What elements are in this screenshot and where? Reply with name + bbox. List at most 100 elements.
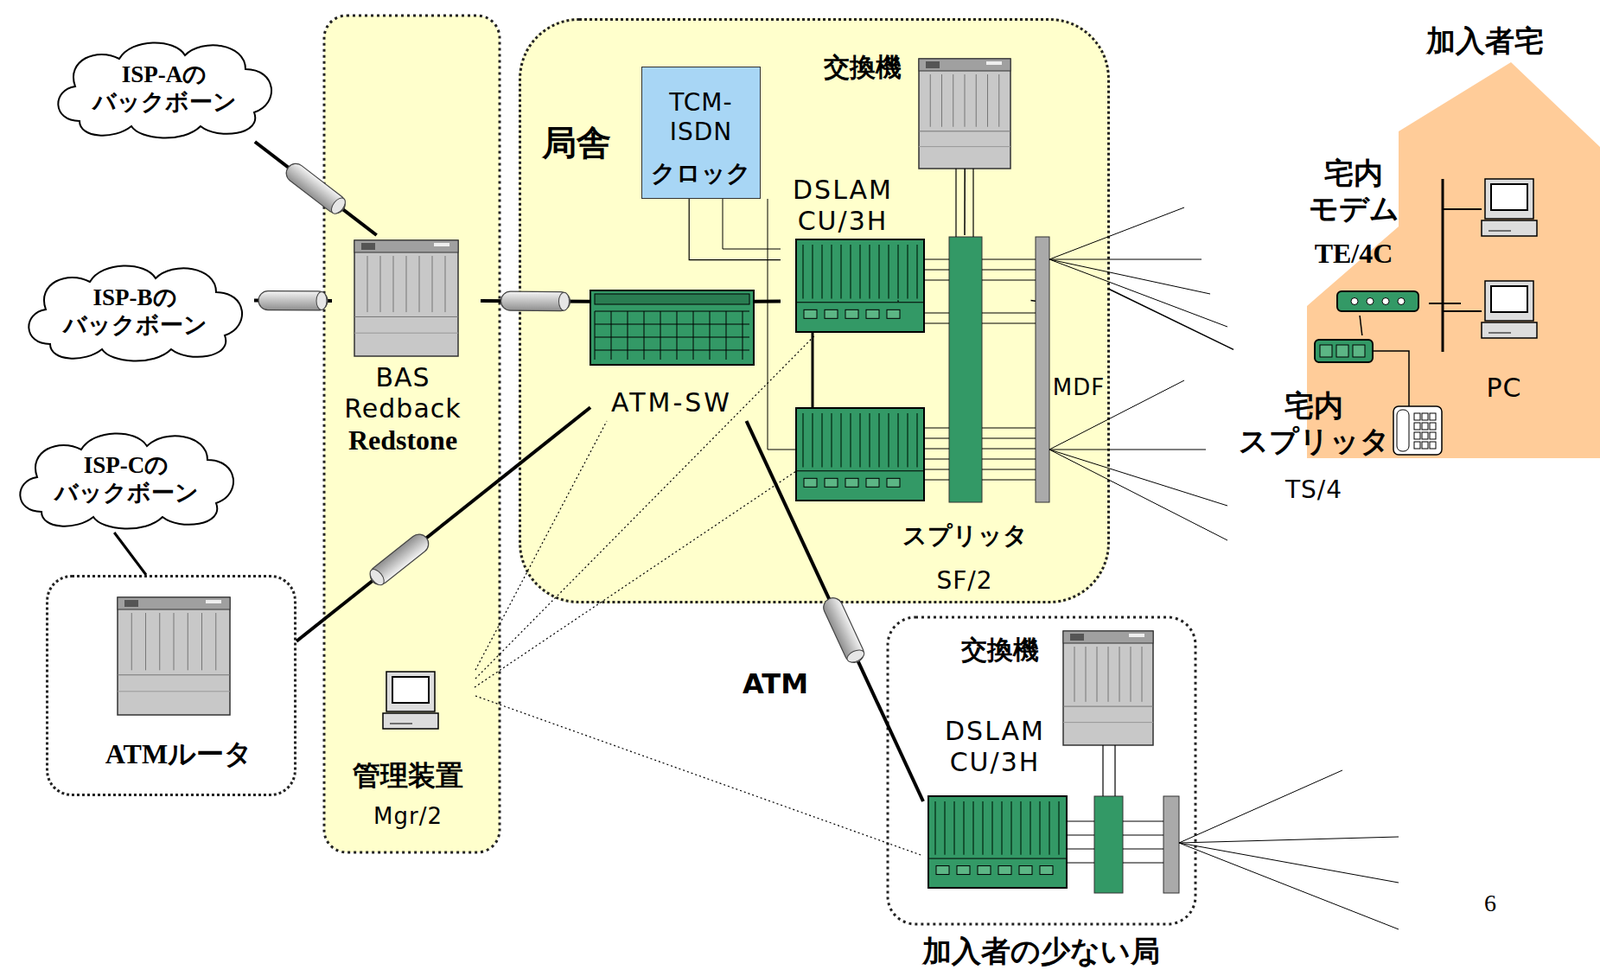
text-slot: スプリッタ — [902, 521, 1028, 551]
phone-key — [1414, 441, 1421, 449]
rack-slot — [802, 413, 804, 467]
phone-key — [1421, 432, 1428, 440]
rack-divider — [796, 301, 925, 303]
subscriber-line — [1049, 449, 1228, 541]
rack-slot — [897, 244, 899, 299]
splitter-port — [1319, 344, 1333, 357]
cabinet-divider — [1063, 721, 1154, 723]
phone-key — [1414, 422, 1421, 430]
text-slot: Redback — [344, 393, 461, 425]
text-slot: Redstone — [348, 423, 458, 457]
rack-slot — [802, 244, 804, 299]
rack-slot — [972, 801, 975, 855]
home-modem: 宅内 モデムTE/4C — [1300, 142, 1429, 316]
text-slot: ISP-Cの バックボーン — [52, 451, 200, 508]
switch-grid — [742, 311, 744, 360]
free-label: 6 — [1484, 888, 1497, 918]
cabinet-slot — [1141, 646, 1143, 702]
pair-wire — [1122, 821, 1164, 823]
pc-slot — [1488, 332, 1511, 334]
rack-port — [803, 478, 817, 487]
cabinet-body — [1063, 631, 1154, 746]
pc-slot — [389, 723, 413, 725]
text-slot: ISP-Bの バックボーン — [61, 283, 209, 340]
pair-wire — [981, 280, 1036, 281]
rack-slot — [859, 413, 861, 467]
atm-tube — [500, 291, 570, 312]
rack-slot — [991, 801, 994, 855]
rack-slot — [943, 801, 946, 855]
rack-slot — [906, 413, 909, 467]
office-outline — [887, 617, 1196, 925]
cabinet-slot — [406, 255, 408, 313]
atm-switch: ATM-SW — [590, 285, 755, 421]
cabinet-slot — [941, 74, 943, 128]
cloud-shape — [19, 433, 234, 529]
cabinet-slot — [145, 612, 147, 670]
rack-port — [866, 478, 880, 487]
cabinet-lamp — [1128, 633, 1145, 638]
pc-slot — [1488, 230, 1511, 232]
atm-router-chassis — [117, 597, 230, 715]
subscriber-line — [1049, 380, 1185, 450]
cabinet-slot — [1085, 646, 1087, 702]
splitter-port — [1352, 344, 1365, 357]
pair-wire — [924, 323, 950, 325]
text-slot: TS/4 — [1285, 475, 1343, 505]
cabinet-lamp — [124, 599, 139, 607]
rack-port — [886, 309, 900, 319]
pc-icon — [1481, 178, 1537, 236]
central-office-region: TCM- ISDNクロック交換機DSLAM CU/3HATM-SWスプリッタSF… — [518, 18, 1110, 604]
lan-bus — [1441, 178, 1445, 352]
network-link — [296, 407, 591, 642]
rack-slot — [1010, 801, 1013, 855]
switch-body — [590, 290, 754, 365]
switch-grid — [709, 311, 711, 360]
network-link — [746, 420, 925, 802]
exchange-switch: 交換機 — [808, 47, 1016, 169]
rack-slot — [849, 413, 852, 467]
phone-body — [1393, 406, 1442, 455]
rack-slot — [840, 413, 842, 467]
switch-grid — [643, 311, 645, 360]
network-link — [480, 299, 591, 304]
text-slot: BAS — [375, 362, 430, 394]
cabinet-slot — [445, 255, 447, 313]
exchange-cabinet — [918, 58, 1011, 169]
cabinet-slot — [1130, 646, 1132, 702]
node-text: TE/4C — [1314, 236, 1394, 270]
text-slot: DSLAM CU/3H — [943, 715, 1047, 778]
node-text: ATMルータ — [105, 737, 253, 771]
text-slot: Mgr/2 — [373, 803, 443, 830]
phone-key — [1414, 432, 1421, 440]
phone-key — [1414, 413, 1421, 421]
pair-wire — [924, 427, 950, 429]
rack-slot — [878, 244, 880, 299]
network-link — [1428, 302, 1461, 305]
pair-wire — [981, 312, 1036, 314]
small-office-region: 交換機DSLAM CU/3H加入者の少ない局 — [887, 617, 1196, 971]
rack-slot — [916, 413, 918, 467]
phone-handset — [1396, 409, 1409, 452]
rack-slot — [1048, 801, 1051, 855]
node-text: 加入者宅 — [1426, 23, 1544, 59]
text-slot: DSLAM CU/3H — [791, 174, 895, 237]
switch-grid — [594, 311, 596, 360]
cabinet-slot — [1096, 646, 1098, 702]
text-slot: TE/4C — [1314, 236, 1394, 270]
phone-key — [1421, 441, 1428, 449]
cloud-shape — [28, 265, 243, 361]
rack-port — [845, 309, 859, 319]
dslam-unit: DSLAM CU/3H — [923, 710, 1072, 893]
pair-wire — [924, 458, 950, 460]
text-slot: 管理装置 — [352, 758, 464, 792]
cabinet-slot — [1108, 646, 1110, 702]
text-slot: 加入者宅 — [1426, 23, 1544, 59]
pair-wire — [1122, 848, 1164, 850]
splitter-bar: スプリッタSF/2 — [898, 235, 1032, 599]
rack-slot — [859, 244, 861, 299]
rack-port — [866, 309, 880, 319]
cabinet-slot — [998, 74, 1000, 128]
switch-grid — [594, 337, 750, 338]
